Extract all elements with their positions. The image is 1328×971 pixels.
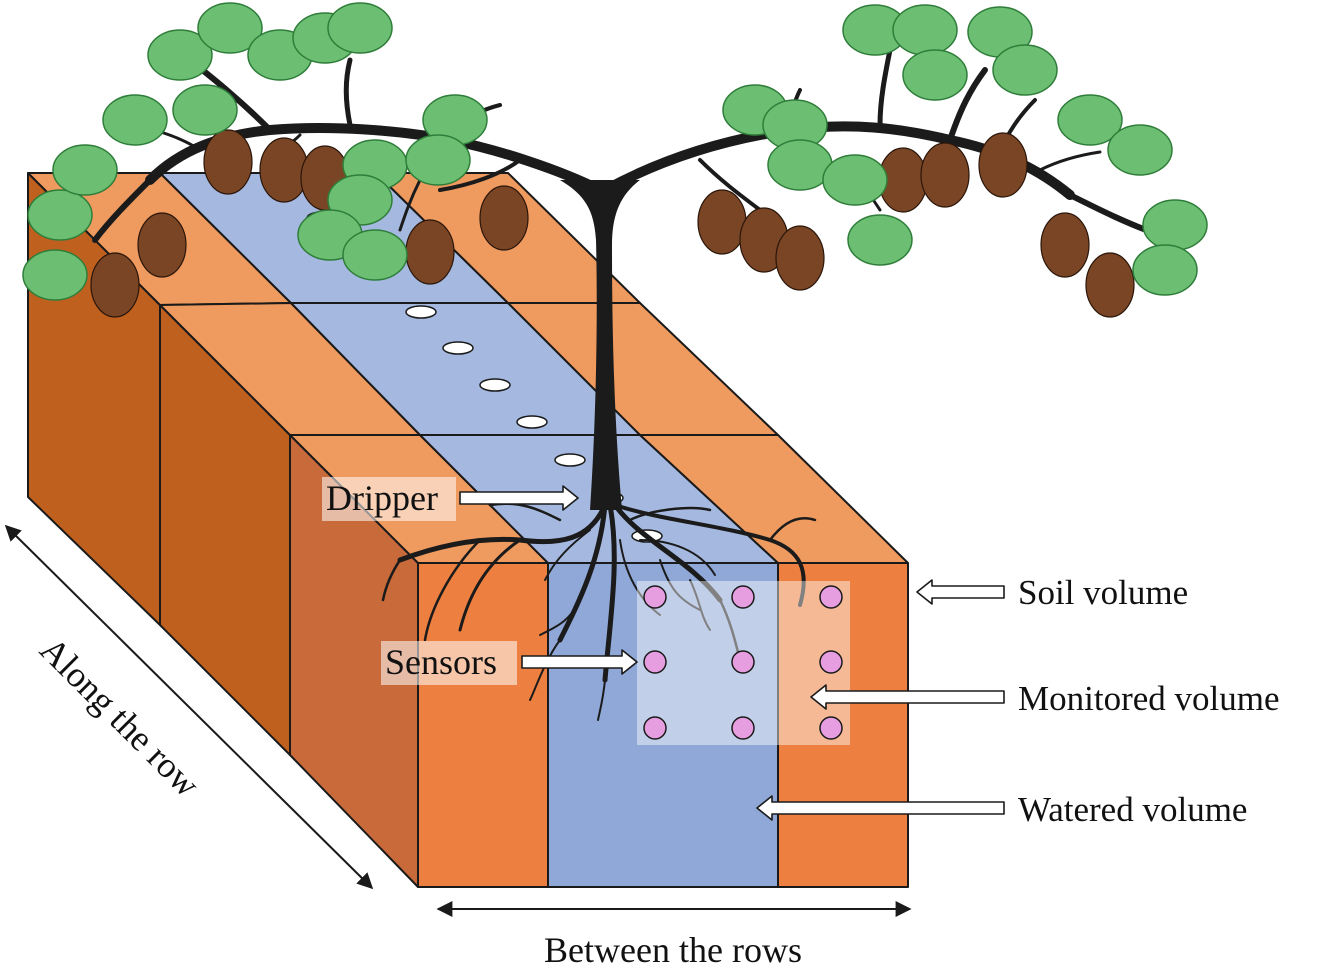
kiwi-fruit <box>259 137 309 203</box>
monitored-volume-arrow <box>810 684 1005 710</box>
dripper-hole <box>442 341 474 355</box>
between-rows-label: Between the rows <box>544 930 802 970</box>
leaf <box>22 249 88 301</box>
leaf <box>1057 94 1123 146</box>
along-row-dimension <box>4 524 374 890</box>
leaf <box>172 84 238 136</box>
sensor-marker <box>643 650 667 674</box>
monitored-volume-label: Monitored volume <box>1018 679 1280 718</box>
sensor-marker <box>643 716 667 740</box>
sensor-marker <box>643 585 667 609</box>
leaf <box>1107 124 1173 176</box>
leaf <box>1132 244 1198 296</box>
sensors-label-bg <box>381 641 517 685</box>
soil-front-left <box>417 562 549 888</box>
kiwi-fruit <box>775 225 825 291</box>
leaf <box>342 229 408 281</box>
kiwi-fruit <box>479 185 529 251</box>
leaf <box>405 134 471 186</box>
leaf <box>327 2 393 54</box>
kiwi-fruit <box>1040 212 1090 278</box>
tree-roots <box>381 502 817 721</box>
kiwi-fruit <box>203 129 253 195</box>
kiwi-fruit <box>978 132 1028 198</box>
leaf <box>992 44 1058 96</box>
sensor-marker <box>819 585 843 609</box>
sensor-marker <box>819 650 843 674</box>
soil-volume-arrow <box>916 579 1005 605</box>
watered-volume-label: Watered volume <box>1018 790 1247 829</box>
sensor-marker <box>731 585 755 609</box>
leaf <box>147 29 213 81</box>
dripper-label-bg <box>322 477 456 521</box>
sensors-arrow <box>521 649 638 675</box>
kiwi-fruit <box>697 189 747 255</box>
leaf <box>847 214 913 266</box>
sensor-marker <box>819 716 843 740</box>
kiwi-fruit <box>920 142 970 208</box>
kiwi-fruit <box>137 212 187 278</box>
dripper-hole <box>479 378 511 392</box>
kiwi-leaves <box>22 2 1208 301</box>
dripper-hole <box>554 453 586 467</box>
kiwi-fruit <box>405 219 455 285</box>
soil-front-right <box>777 562 909 888</box>
leaf <box>197 2 263 54</box>
soil-volume-label: Soil volume <box>1018 573 1188 612</box>
dripper-hole <box>516 415 548 429</box>
tree-trunk <box>560 180 640 510</box>
dripper-arrow <box>459 485 579 511</box>
sensor-marker <box>731 650 755 674</box>
leaf <box>1142 199 1208 251</box>
leaf <box>27 189 93 241</box>
leaf <box>822 154 888 206</box>
sensor-marker <box>731 716 755 740</box>
leaf <box>902 49 968 101</box>
sensors-label: Sensors <box>385 642 497 682</box>
monitored-volume <box>637 581 850 745</box>
kiwi-fruits <box>90 129 1135 318</box>
leaf <box>52 144 118 196</box>
kiwi-fruit <box>1085 252 1135 318</box>
dripper-label: Dripper <box>326 478 438 518</box>
callout-arrows <box>459 485 1005 821</box>
along-row-label: Along the row <box>32 629 207 804</box>
kiwi-fruit <box>90 252 140 318</box>
leaf <box>102 94 168 146</box>
watered-volume-arrow <box>756 795 1005 821</box>
leaf <box>892 4 958 56</box>
dripper-hole <box>405 305 437 319</box>
